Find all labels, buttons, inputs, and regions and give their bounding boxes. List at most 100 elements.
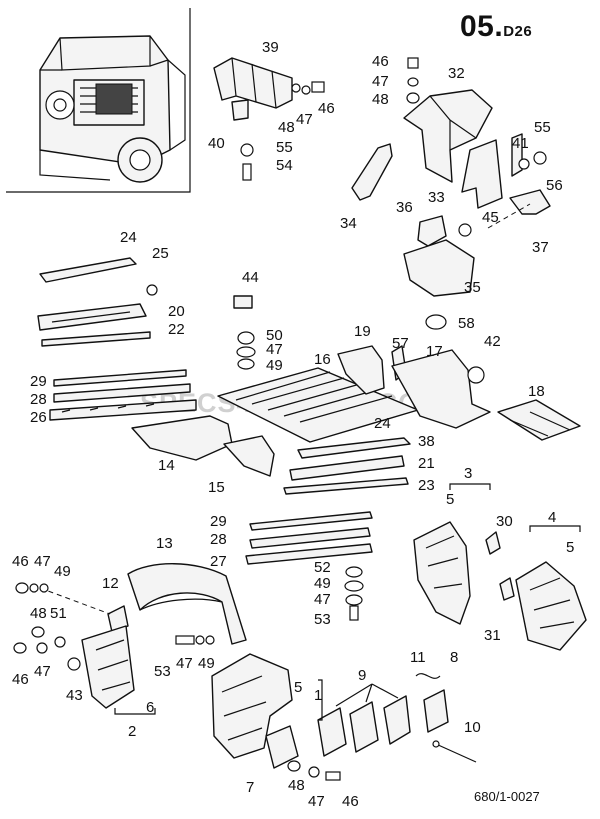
callout-36: 36 <box>396 199 413 216</box>
callout-46: 46 <box>12 553 29 570</box>
callout-8: 8 <box>450 649 458 666</box>
callout-28: 28 <box>30 391 47 408</box>
callout-24: 24 <box>120 229 137 246</box>
callout-5: 5 <box>446 491 454 508</box>
callout-32: 32 <box>448 65 465 82</box>
bolt-stack-52-53 <box>344 566 364 621</box>
callout-55: 55 <box>276 139 293 156</box>
callout-45: 45 <box>482 209 499 226</box>
callout-31: 31 <box>484 627 501 644</box>
left-strips-26-29 <box>49 369 197 421</box>
callout-14: 14 <box>158 457 175 474</box>
callout-37: 37 <box>532 239 549 256</box>
callout-49: 49 <box>54 563 71 580</box>
callout-52: 52 <box>314 559 331 576</box>
callout-29: 29 <box>210 513 227 530</box>
callout-49: 49 <box>198 655 215 672</box>
inset-frame-line <box>6 8 191 193</box>
callout-30: 30 <box>496 513 513 530</box>
callout-15: 15 <box>208 479 225 496</box>
callout-47: 47 <box>34 663 51 680</box>
group-brackets <box>114 483 581 721</box>
right-mudguard-brackets <box>413 521 587 651</box>
callout-21: 21 <box>418 455 435 472</box>
callout-39: 39 <box>262 39 279 56</box>
callout-13: 13 <box>156 535 173 552</box>
callout-47: 47 <box>266 341 283 358</box>
lower-bracket-1 <box>211 653 341 781</box>
callout-56: 56 <box>546 177 563 194</box>
callout-46: 46 <box>372 53 389 70</box>
right-strips-21-38 <box>283 437 411 495</box>
callout-11: 11 <box>410 649 426 666</box>
callout-48: 48 <box>30 605 47 622</box>
callout-47: 47 <box>34 553 51 570</box>
truck-inset <box>6 8 191 193</box>
callout-4: 4 <box>548 509 556 526</box>
callout-6: 6 <box>146 699 154 716</box>
left-bracket-assembly <box>13 582 215 709</box>
callout-53: 53 <box>154 663 171 680</box>
part-32-bracket-assembly <box>351 57 551 297</box>
callout-16: 16 <box>314 351 331 368</box>
callout-5: 5 <box>294 679 302 696</box>
callout-17: 17 <box>426 343 443 360</box>
callout-38: 38 <box>418 433 435 450</box>
callout-22: 22 <box>168 321 185 338</box>
callout-19: 19 <box>354 323 371 340</box>
callout-27: 27 <box>210 553 227 570</box>
callout-41: 41 <box>512 135 529 152</box>
callout-18: 18 <box>528 383 545 400</box>
part-39-bracket <box>213 57 325 181</box>
group-code-suffix: D26 <box>503 23 533 40</box>
lower-strips-27-29 <box>245 511 373 565</box>
callout-55: 55 <box>534 119 551 136</box>
callout-3: 3 <box>464 465 472 482</box>
callout-9: 9 <box>358 667 366 684</box>
callout-53: 53 <box>314 611 331 628</box>
drawing-number: 680/1-0027 <box>474 789 540 804</box>
callout-48: 48 <box>278 119 295 136</box>
callout-50: 50 <box>266 327 283 344</box>
callout-47: 47 <box>176 655 193 672</box>
callout-47: 47 <box>314 591 331 608</box>
callout-40: 40 <box>208 135 225 152</box>
callout-26: 26 <box>30 409 47 426</box>
clips-8-to-11 <box>317 673 477 763</box>
group-code-main: 05. <box>460 10 504 43</box>
callout-46: 46 <box>12 671 29 688</box>
callout-43: 43 <box>66 687 83 704</box>
callout-25: 25 <box>152 245 169 262</box>
callout-42: 42 <box>484 333 501 350</box>
panels-14-15 <box>131 415 275 477</box>
callout-28: 28 <box>210 531 227 548</box>
callout-35: 35 <box>464 279 481 296</box>
nut-stack-44-50 <box>233 295 256 370</box>
callout-44: 44 <box>242 269 259 286</box>
callout-numbers: 39 46 47 48 32 46 48 47 40 55 54 55 41 5… <box>12 39 574 810</box>
callout-47: 47 <box>296 111 313 128</box>
callout-24: 24 <box>374 415 391 432</box>
group-code-label: 05.D26 <box>460 10 532 44</box>
right-panels-17-19 <box>337 314 581 441</box>
callout-33: 33 <box>428 189 445 206</box>
callout-23: 23 <box>418 477 435 494</box>
callout-1: 1 <box>314 687 322 704</box>
callout-12: 12 <box>102 575 119 592</box>
callout-46: 46 <box>342 793 359 810</box>
callout-2: 2 <box>128 723 136 740</box>
callout-20: 20 <box>168 303 185 320</box>
callout-57: 57 <box>392 335 409 352</box>
upper-left-strips <box>37 257 158 347</box>
callout-48: 48 <box>288 777 305 794</box>
callout-7: 7 <box>246 779 254 796</box>
callout-10: 10 <box>464 719 481 736</box>
callout-48: 48 <box>372 91 389 108</box>
callout-29: 29 <box>30 373 47 390</box>
callout-47: 47 <box>308 793 325 810</box>
callout-47: 47 <box>372 73 389 90</box>
callout-46: 46 <box>318 100 335 117</box>
callout-51: 51 <box>50 605 67 622</box>
